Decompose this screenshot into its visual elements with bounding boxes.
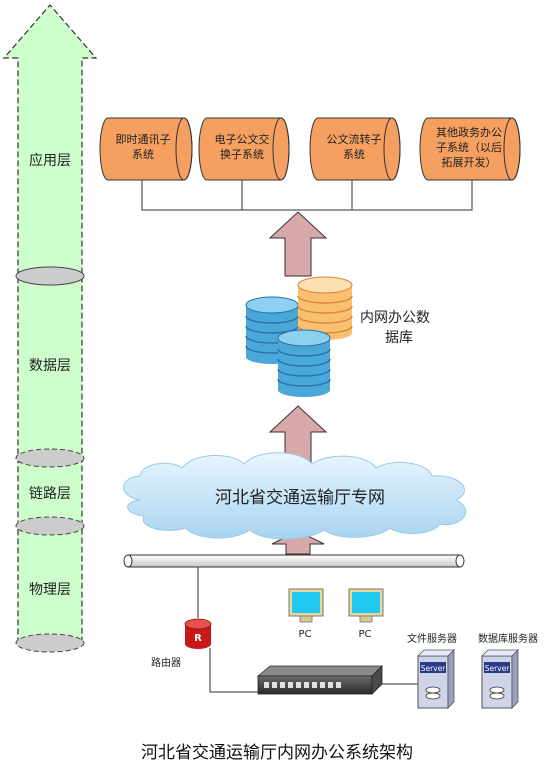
file-server-badge: Server <box>421 664 447 673</box>
file-server-icon: Server <box>417 649 455 709</box>
db-server-icon: Server <box>481 649 519 709</box>
network-label: 河北省交通运输厅专网 <box>215 488 385 508</box>
layer-separator <box>15 448 85 468</box>
layer-data-label: 数据层 <box>29 358 71 374</box>
pc-1-icon <box>288 588 324 623</box>
db-server-badge: Server <box>485 664 511 673</box>
layer-arrow <box>2 4 98 653</box>
subsystem-3-line1: 公文流转子 <box>327 132 382 146</box>
subsystem-connector <box>141 180 473 211</box>
subsystem-2: 电子公文交 换子系统 <box>198 117 290 181</box>
router-badge: R <box>194 633 202 644</box>
layer-application-label: 应用层 <box>29 152 71 169</box>
network-cloud <box>123 452 467 540</box>
subsystem-4: 其他政务办公 子系统（以后 拓展开发） <box>419 117 521 181</box>
pc-2-label: PC <box>358 629 371 640</box>
pc-1-label: PC <box>298 629 311 640</box>
database-label-line1: 内网办公数 <box>360 310 430 326</box>
layer-separator <box>15 266 85 286</box>
layer-separator <box>15 516 85 536</box>
database-icon <box>245 276 353 397</box>
subsystem-4-line2: 子系统（以后 <box>436 141 502 154</box>
db-server-label: 数据库服务器 <box>478 632 538 645</box>
subsystem-4-line3: 拓展开发） <box>442 155 497 169</box>
layer-link-label: 链路层 <box>29 486 71 502</box>
subsystem-1-line1: 即时通讯子 <box>116 133 171 146</box>
subsystem-4-line1: 其他政务办公 <box>436 125 502 139</box>
layer-physical-label: 物理层 <box>29 582 71 598</box>
subsystem-1: 即时通讯子 系统 <box>99 117 193 181</box>
arrow-db-to-apps <box>268 211 328 277</box>
diagram-caption: 河北省交通运输厅内网办公系统架构 <box>141 743 413 763</box>
subsystem-2-line2: 换子系统 <box>220 147 264 161</box>
file-server-label: 文件服务器 <box>407 632 457 645</box>
router-icon: R <box>184 618 212 649</box>
database-label-line2: 据库 <box>385 330 413 346</box>
router-label: 路由器 <box>151 656 181 669</box>
pc-2-icon <box>348 588 384 623</box>
switch-icon <box>256 665 383 695</box>
subsystem-1-line2: 系统 <box>132 148 154 161</box>
subsystem-3-line2: 系统 <box>343 148 365 161</box>
arrow-bus-to-net <box>271 530 325 555</box>
subsystem-2-line1: 电子公文交 <box>215 132 270 146</box>
network-bus <box>123 554 465 568</box>
layer-separator <box>15 633 85 653</box>
subsystem-3: 公文流转子 系统 <box>309 117 401 181</box>
